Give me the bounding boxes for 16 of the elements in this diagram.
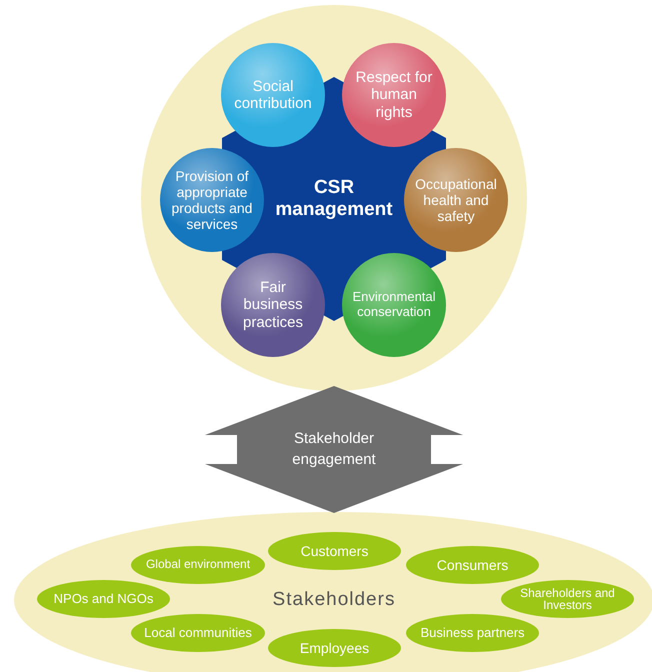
node-label: Environmental conservation	[351, 290, 437, 320]
node-label: Occupational health and safety	[414, 176, 498, 224]
group-label: Stakeholders	[272, 589, 396, 611]
node-label: Social contribution	[233, 78, 313, 112]
node-label: Business partners	[420, 626, 525, 640]
node-label: Local communities	[144, 626, 252, 640]
node-label: Shareholders and Investors	[519, 587, 616, 611]
node-label: Fair business practices	[242, 279, 304, 331]
node-label: Consumers	[436, 556, 508, 574]
node-label: Global environment	[146, 558, 250, 572]
center-title: CSR management	[274, 177, 394, 221]
node-label: NPOs and NGOs	[54, 592, 154, 606]
node-label: Employees	[300, 640, 370, 656]
node-label: Respect for human rights	[354, 69, 434, 121]
node-label: Provision of appropriate products and services	[170, 168, 254, 232]
node-label: Customers	[300, 542, 368, 560]
